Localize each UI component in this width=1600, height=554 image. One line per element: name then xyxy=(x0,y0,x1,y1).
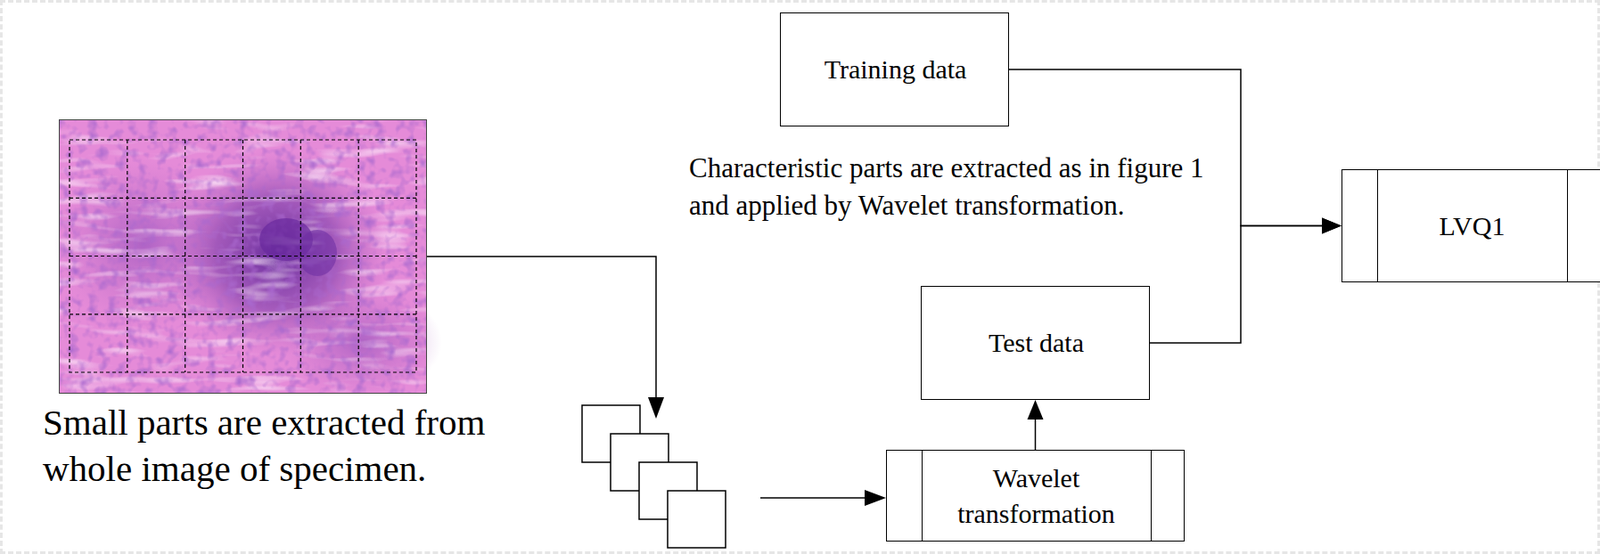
flow-line xyxy=(426,256,657,400)
process-box: Test data xyxy=(920,286,1150,401)
process-box: Training data xyxy=(779,12,1010,127)
node-text: LVQ1 xyxy=(1432,209,1513,244)
side-bar xyxy=(1150,451,1152,542)
part-square xyxy=(667,491,726,549)
text-area: Training data xyxy=(780,13,1010,126)
arrow-head xyxy=(648,397,665,419)
flow-line xyxy=(760,497,867,500)
side-bar xyxy=(1377,170,1379,282)
text-area: Test data xyxy=(921,287,1151,400)
specimen-image xyxy=(58,119,427,394)
annotation-note: Characteristic parts are extracted as in… xyxy=(689,149,1207,225)
arrow-head xyxy=(1321,218,1342,235)
connector-arrow xyxy=(1034,416,1037,451)
side-bar xyxy=(1567,170,1568,282)
node-text: Test data xyxy=(981,326,1092,361)
node-text: Wavelet transformation xyxy=(921,460,1151,533)
connector-arrow xyxy=(1149,226,1326,345)
caption-note: Small parts are extracted from whole ima… xyxy=(42,399,578,493)
text-area: LVQ1 xyxy=(1377,170,1568,282)
arrow-head xyxy=(1027,400,1044,420)
arrow-head xyxy=(864,490,887,507)
node-text: Training data xyxy=(817,52,975,87)
side-bar xyxy=(921,451,923,542)
arrow-head xyxy=(1321,218,1342,235)
text-area: Wavelet transformation xyxy=(921,451,1151,542)
predefined-process-box: LVQ1 xyxy=(1341,169,1600,283)
predefined-process-box: Wavelet transformation xyxy=(886,450,1185,542)
